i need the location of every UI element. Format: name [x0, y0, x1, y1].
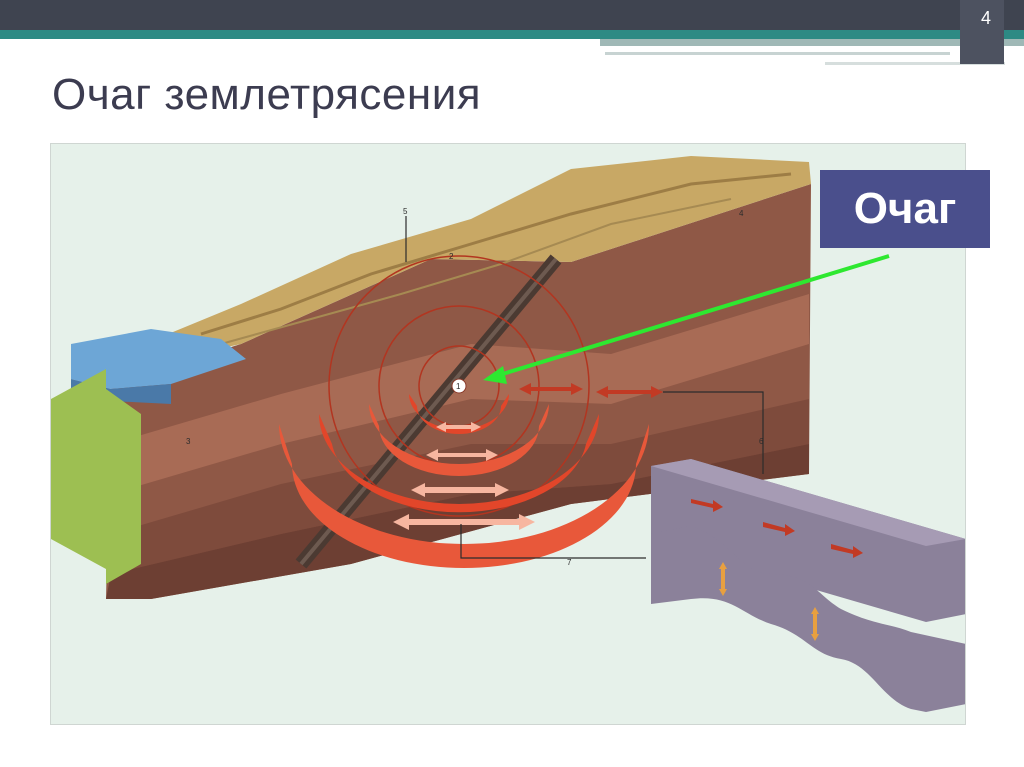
label-2: 2 [449, 252, 454, 261]
leader-lines [405, 216, 764, 559]
label-3: 3 [186, 437, 191, 446]
focus-callout-label: Очаг [820, 170, 990, 248]
wave-block-top [651, 459, 965, 546]
ground-surface [156, 156, 811, 359]
label-6: 6 [759, 437, 764, 446]
transverse-wave-block [651, 526, 965, 712]
stratum-band [111, 399, 809, 574]
longitudinal-arrows [691, 499, 863, 558]
surface-wave-arrows [519, 383, 663, 398]
label-4: 4 [739, 209, 744, 218]
slide-title: Очаг землетрясения [52, 70, 482, 119]
stratum-band [111, 294, 809, 494]
longitudinal-wave-block [651, 459, 965, 622]
header-band [0, 0, 1024, 65]
wave-direction-arrows [393, 422, 535, 530]
focus-pointer-arrow [495, 254, 890, 378]
transverse-arrows [719, 562, 819, 641]
surface-texture [200, 172, 792, 336]
focus-point [451, 378, 467, 394]
surface-texture [220, 198, 732, 345]
diagram-canvas: 1 5 2 3 4 6 7 [51, 144, 965, 724]
pointer-arrowhead [483, 366, 507, 384]
label-1: 1 [456, 382, 461, 391]
label-5: 5 [403, 207, 408, 216]
ocean-water [71, 329, 246, 389]
page-number: 4 [980, 8, 991, 28]
green-side-arrow [51, 369, 141, 584]
earthquake-focus-diagram: 1 5 2 3 4 6 7 [50, 143, 966, 725]
seismic-wave-arcs [279, 394, 649, 568]
label-7: 7 [567, 558, 572, 567]
